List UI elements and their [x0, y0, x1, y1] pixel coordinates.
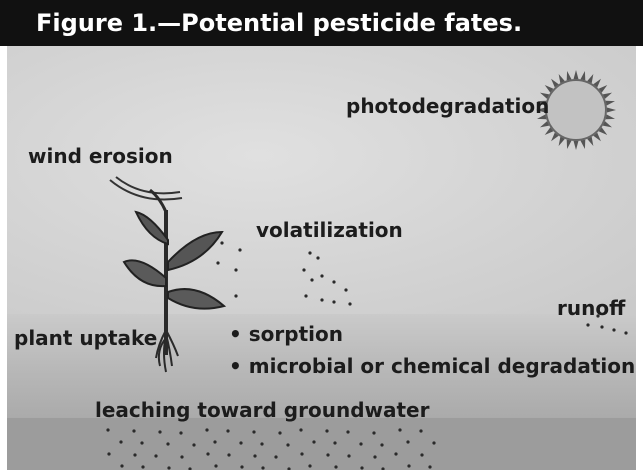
particle-dot [253, 454, 256, 457]
sun-ray [580, 71, 585, 80]
particle-dot [332, 300, 335, 303]
plant-uptake-label: plant uptake [14, 328, 157, 348]
particle-dot [302, 268, 305, 271]
leaching-label: leaching toward groundwater [95, 400, 429, 420]
particle-dot [216, 261, 219, 264]
wind-erosion-label: wind erosion [28, 146, 173, 166]
particle-dot [158, 430, 161, 433]
particle-dot [420, 453, 423, 456]
particle-dot [238, 248, 241, 251]
photodegradation-label: photodegradation [346, 96, 549, 116]
particle-dot [179, 431, 182, 434]
particle-dot [432, 441, 435, 444]
particle-dot [226, 429, 229, 432]
particle-dot [274, 455, 277, 458]
volatilization-label: volatilization [256, 220, 403, 240]
sorption-label: • sorption [229, 324, 343, 344]
particle-dot [133, 453, 136, 456]
particle-dot [167, 466, 170, 469]
particle-dot [406, 440, 409, 443]
sun-ray [606, 101, 615, 106]
runoff-label: runoff [557, 298, 625, 318]
particle-dot [300, 452, 303, 455]
particle-dot [106, 428, 109, 431]
particle-dot [304, 294, 307, 297]
particle-dot [180, 455, 183, 458]
particle-dot [586, 323, 589, 326]
particle-dot [278, 431, 281, 434]
particle-dot [213, 440, 216, 443]
particle-dot [624, 331, 627, 334]
particle-dot [119, 440, 122, 443]
particle-dot [612, 328, 615, 331]
particle-dot [373, 455, 376, 458]
sun-ray [574, 141, 579, 150]
particle-dot [332, 280, 335, 283]
particle-dot [312, 440, 315, 443]
particle-dot [252, 430, 255, 433]
particle-dot [107, 452, 110, 455]
particle-dot [344, 288, 347, 291]
particle-dot [600, 325, 603, 328]
particle-dot [348, 302, 351, 305]
degradation-label: • microbial or chemical degradation [229, 356, 635, 376]
particle-dot [320, 274, 323, 277]
particle-dot [334, 465, 337, 468]
particle-dot [192, 443, 195, 446]
particle-dot [372, 431, 375, 434]
particle-dot [234, 294, 237, 297]
particle-dot [227, 453, 230, 456]
sun-ray [567, 140, 572, 149]
particle-dot [320, 298, 323, 301]
particle-dot [299, 428, 302, 431]
particle-dot [234, 268, 237, 271]
particle-dot [407, 464, 410, 467]
particle-dot [394, 452, 397, 455]
particle-dot [360, 466, 363, 469]
particle-dot [120, 464, 123, 467]
particle-dot [206, 452, 209, 455]
wind-arc-icon [110, 177, 182, 200]
particle-dot [326, 453, 329, 456]
particle-dot [398, 428, 401, 431]
particle-dot [310, 278, 313, 281]
particle-dot [205, 428, 208, 431]
sun-ray [607, 108, 616, 113]
particle-dot [380, 443, 383, 446]
sun-ray [606, 114, 615, 119]
particle-dot [141, 465, 144, 468]
particle-dot [333, 441, 336, 444]
particle-dot [260, 442, 263, 445]
particle-dot [286, 443, 289, 446]
particle-dot [140, 441, 143, 444]
sun-ray [567, 71, 572, 80]
particle-dot [261, 466, 264, 469]
particle-dot [214, 464, 217, 467]
particle-dot [346, 430, 349, 433]
particle-dot [359, 442, 362, 445]
particle-dot [347, 454, 350, 457]
particle-dot [419, 429, 422, 432]
particle-dot [240, 465, 243, 468]
sun-ray [580, 140, 585, 149]
particle-dot [308, 464, 311, 467]
particle-dot [166, 442, 169, 445]
particle-dot [428, 465, 431, 468]
particle-dot [239, 441, 242, 444]
particle-dot [325, 429, 328, 432]
sun-ray [574, 70, 579, 79]
particle-dot [132, 429, 135, 432]
particle-dot [316, 256, 319, 259]
particle-dot [220, 241, 223, 244]
particle-dot [154, 454, 157, 457]
particle-dot [308, 251, 311, 254]
